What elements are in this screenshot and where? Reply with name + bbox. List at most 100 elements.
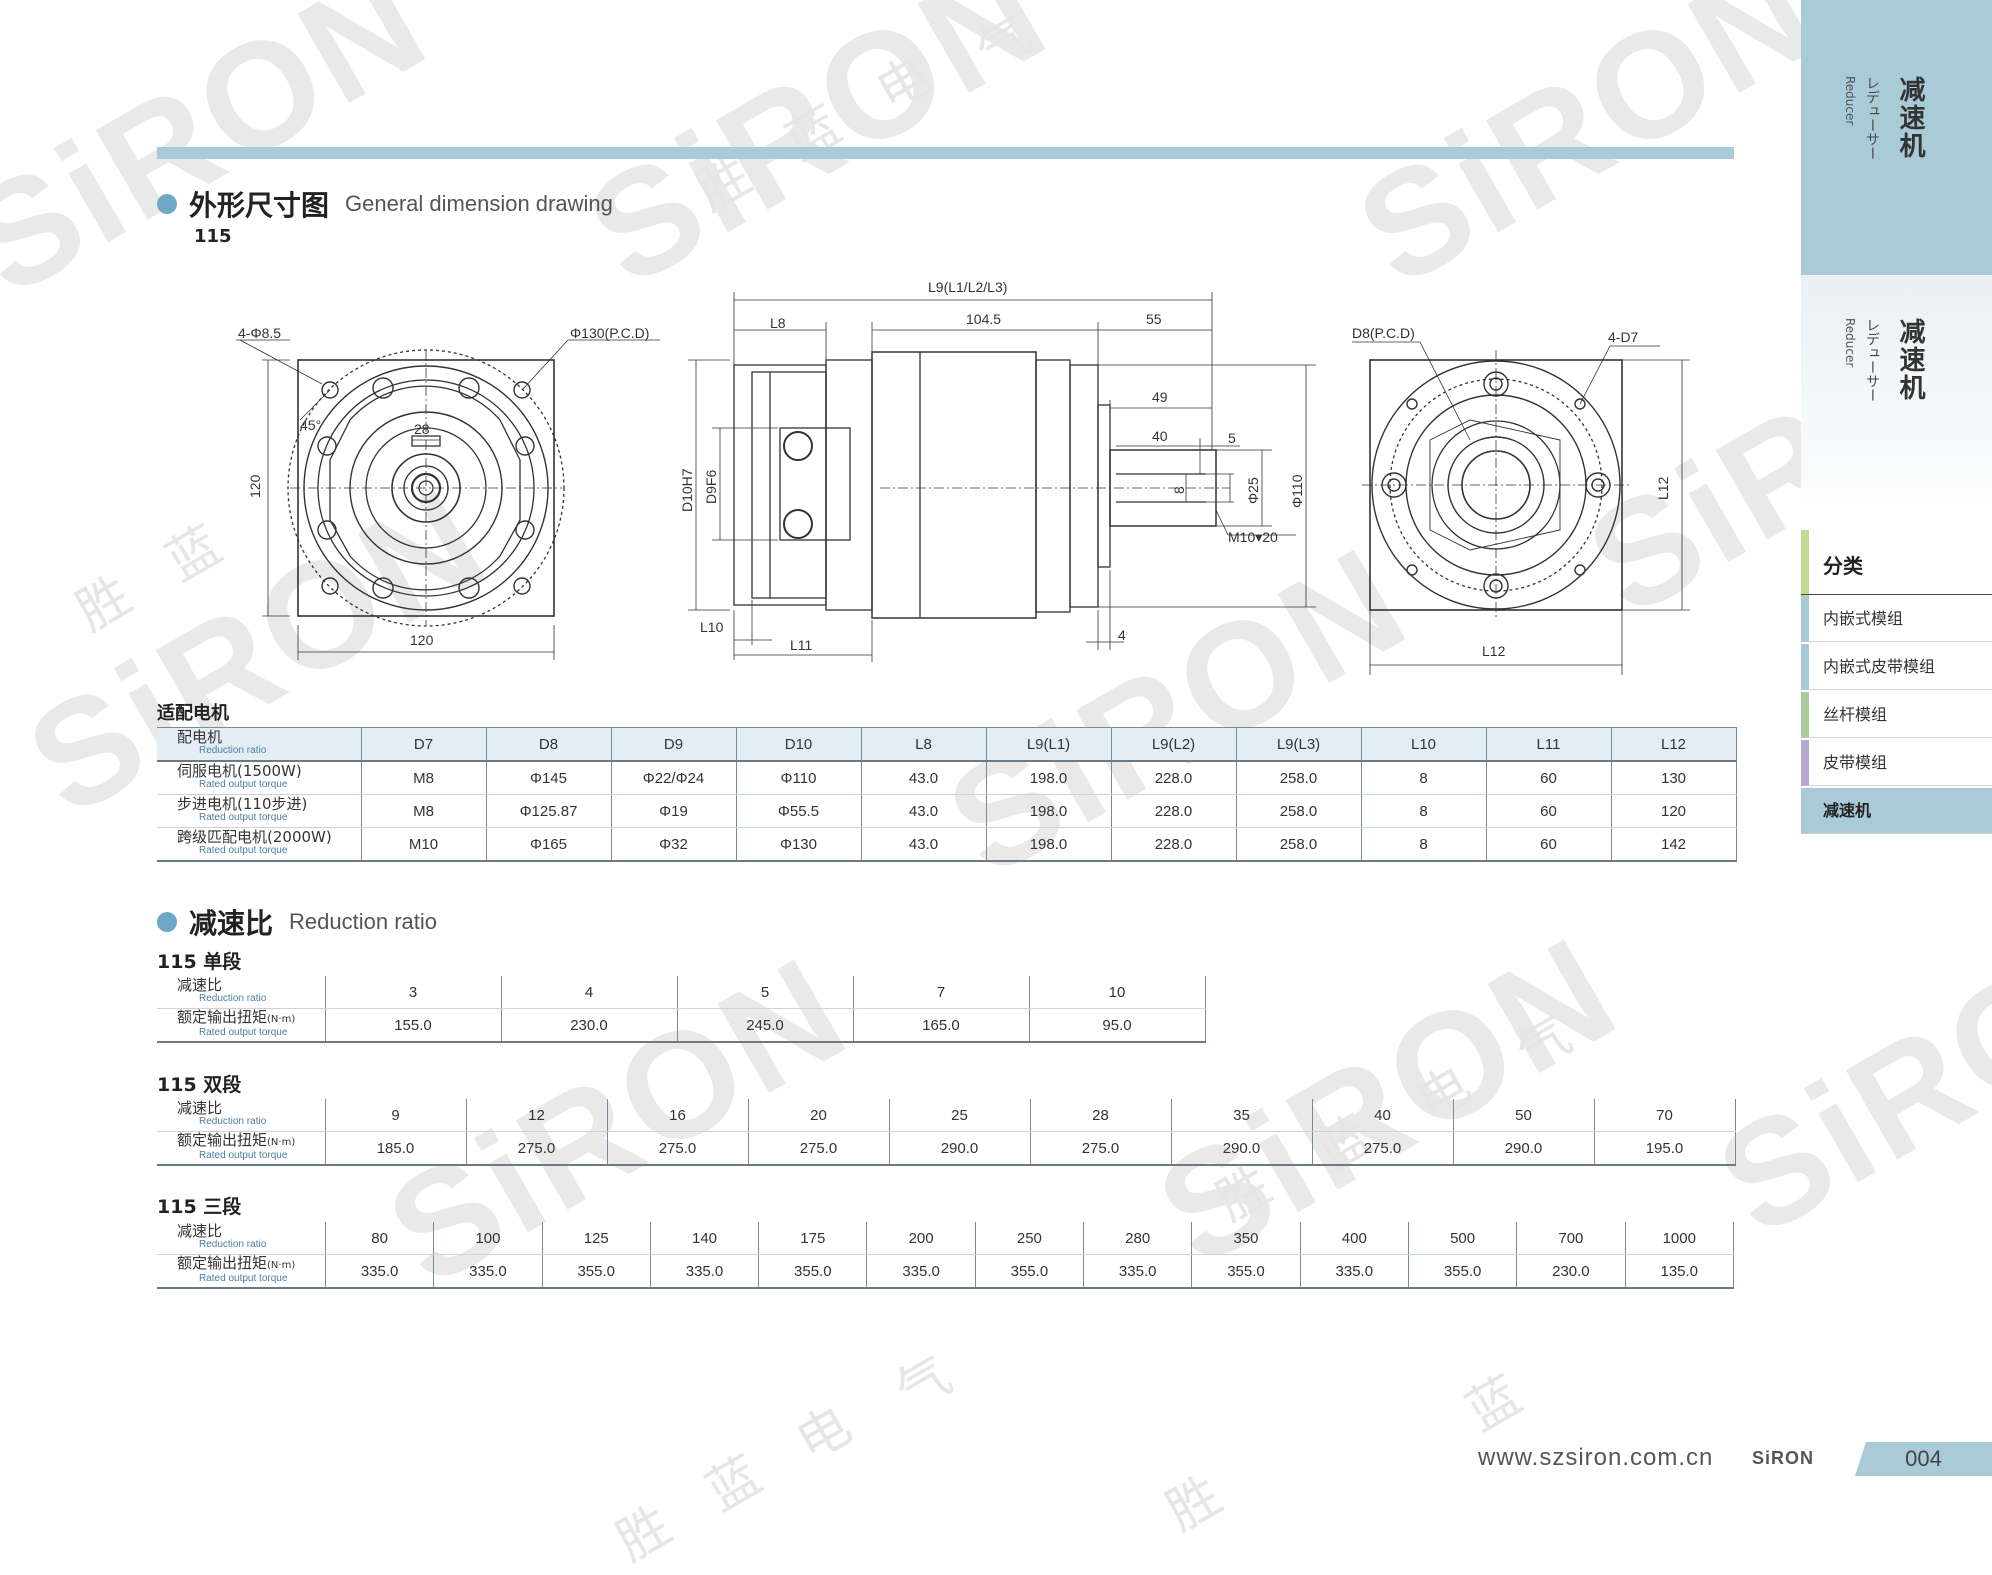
- table-cell: Φ165: [486, 827, 612, 862]
- table-cell: 16: [607, 1099, 749, 1132]
- sidebar-item-3[interactable]: 丝杆模组: [1801, 692, 1992, 738]
- table-cell: 355.0: [1408, 1254, 1518, 1289]
- table-cell: 7: [853, 976, 1030, 1009]
- table-cell: 500: [1408, 1222, 1518, 1255]
- column-header: D7: [361, 727, 487, 762]
- table-cell: 40: [1312, 1099, 1454, 1132]
- dim-side-shaft: Φ25: [1245, 477, 1261, 504]
- sidebar-item-5[interactable]: 减速机: [1801, 788, 1992, 834]
- watermark-char: 胜: [606, 1495, 682, 1574]
- sidebar-item-1[interactable]: 内嵌式模组: [1801, 596, 1992, 642]
- table-cell: 355.0: [1191, 1254, 1301, 1289]
- dim-side-l8: L8: [770, 315, 786, 331]
- table-cell: 228.0: [1111, 827, 1237, 862]
- table-cell: 185.0: [325, 1131, 467, 1166]
- dim-side-d9: D9F6: [703, 470, 719, 504]
- table-cell: 140: [650, 1222, 760, 1255]
- table-cell: 4: [501, 976, 678, 1009]
- dim-side-pilot: Φ110: [1289, 474, 1305, 508]
- table-cell: 228.0: [1111, 761, 1237, 795]
- table-cell: 230.0: [501, 1008, 678, 1043]
- table-cell: 275.0: [1030, 1131, 1172, 1166]
- section-title-cn: 减速比: [189, 907, 274, 940]
- sidebar-tab2-cn[interactable]: 减速机: [1895, 318, 1925, 402]
- dim-side-d4: 40: [1152, 428, 1168, 444]
- watermark-logo: SiRON: [1691, 874, 1992, 1268]
- table-cell: Φ125.87: [486, 794, 612, 828]
- table-cell: 275.0: [466, 1131, 608, 1166]
- table-cell: 198.0: [986, 827, 1112, 862]
- dim-side-l10: L10: [700, 619, 724, 635]
- column-header: L9(L3): [1236, 727, 1362, 762]
- column-header: L9(L2): [1111, 727, 1237, 762]
- table-cell: 70: [1594, 1099, 1736, 1132]
- dim-side-d10: D10H7: [679, 468, 695, 512]
- sidebar-tab2-jp: レデューサー: [1864, 318, 1880, 402]
- table-cell: 335.0: [325, 1254, 435, 1289]
- watermark-char: 蓝: [696, 1445, 772, 1524]
- table-cell: 43.0: [861, 761, 987, 795]
- table-cell: 120: [1611, 794, 1737, 828]
- sidebar-item-4[interactable]: 皮带模组: [1801, 740, 1992, 786]
- table-cell: Φ130: [736, 827, 862, 862]
- bullet-icon: [157, 194, 177, 214]
- table-cell: 25: [889, 1099, 1031, 1132]
- sidebar-tab1-en: Reducer: [1843, 76, 1857, 126]
- dim-front-pcd: Φ130(P.C.D): [570, 325, 649, 341]
- table-cell: 43.0: [861, 827, 987, 862]
- table-cell: Φ22/Φ24: [611, 761, 737, 795]
- dim-side-thread: M10▾20: [1228, 529, 1278, 545]
- table-cell: 28: [1030, 1099, 1172, 1132]
- dim-front-width: 120: [410, 632, 434, 648]
- table-cell: 230.0: [1516, 1254, 1626, 1289]
- footer-url[interactable]: www.szsiron.com.cn: [1478, 1444, 1714, 1471]
- header-bar: [157, 147, 1734, 159]
- watermark-char: 电: [786, 1395, 862, 1474]
- table-cell: 165.0: [853, 1008, 1030, 1043]
- column-header: L11: [1486, 727, 1612, 762]
- table-cell: 9: [325, 1099, 467, 1132]
- table-cell: 258.0: [1236, 761, 1362, 795]
- sidebar-divider: [1801, 594, 1992, 595]
- row-head: 步进电机(110步进)Rated output torque: [157, 794, 362, 828]
- dim-rear-holes: 4-D7: [1608, 329, 1639, 345]
- table-cell: 155.0: [325, 1008, 502, 1043]
- column-header: L10: [1361, 727, 1487, 762]
- dim-side-flange: 4: [1118, 627, 1126, 643]
- table-cell: 100: [433, 1222, 543, 1255]
- row-head: 伺服电机(1500W)Rated output torque: [157, 761, 362, 795]
- table-cell: 8: [1361, 761, 1487, 795]
- table-cell: 400: [1300, 1222, 1409, 1255]
- table-cell: 355.0: [542, 1254, 651, 1289]
- table-cell: 335.0: [866, 1254, 976, 1289]
- table-cell: Φ19: [611, 794, 737, 828]
- column-header: L9(L1): [986, 727, 1112, 762]
- table-cell: 258.0: [1236, 794, 1362, 828]
- table-cell: 198.0: [986, 794, 1112, 828]
- sidebar-item-2[interactable]: 内嵌式皮带模组: [1801, 644, 1992, 690]
- side-view: [688, 292, 1316, 662]
- table-cell: 275.0: [607, 1131, 749, 1166]
- dim-side-l9: L9(L1/L2/L3): [928, 279, 1007, 295]
- table-cell: 198.0: [986, 761, 1112, 795]
- sidebar-tab1-cn[interactable]: 减速机: [1895, 76, 1925, 160]
- column-header: D9: [611, 727, 737, 762]
- sidebar-category-marker: [1801, 530, 1809, 596]
- table-cell: 355.0: [758, 1254, 868, 1289]
- table-cell: 280: [1083, 1222, 1193, 1255]
- dim-side-l11: L11: [790, 637, 813, 653]
- section-title-en: Reduction ratio: [289, 909, 437, 934]
